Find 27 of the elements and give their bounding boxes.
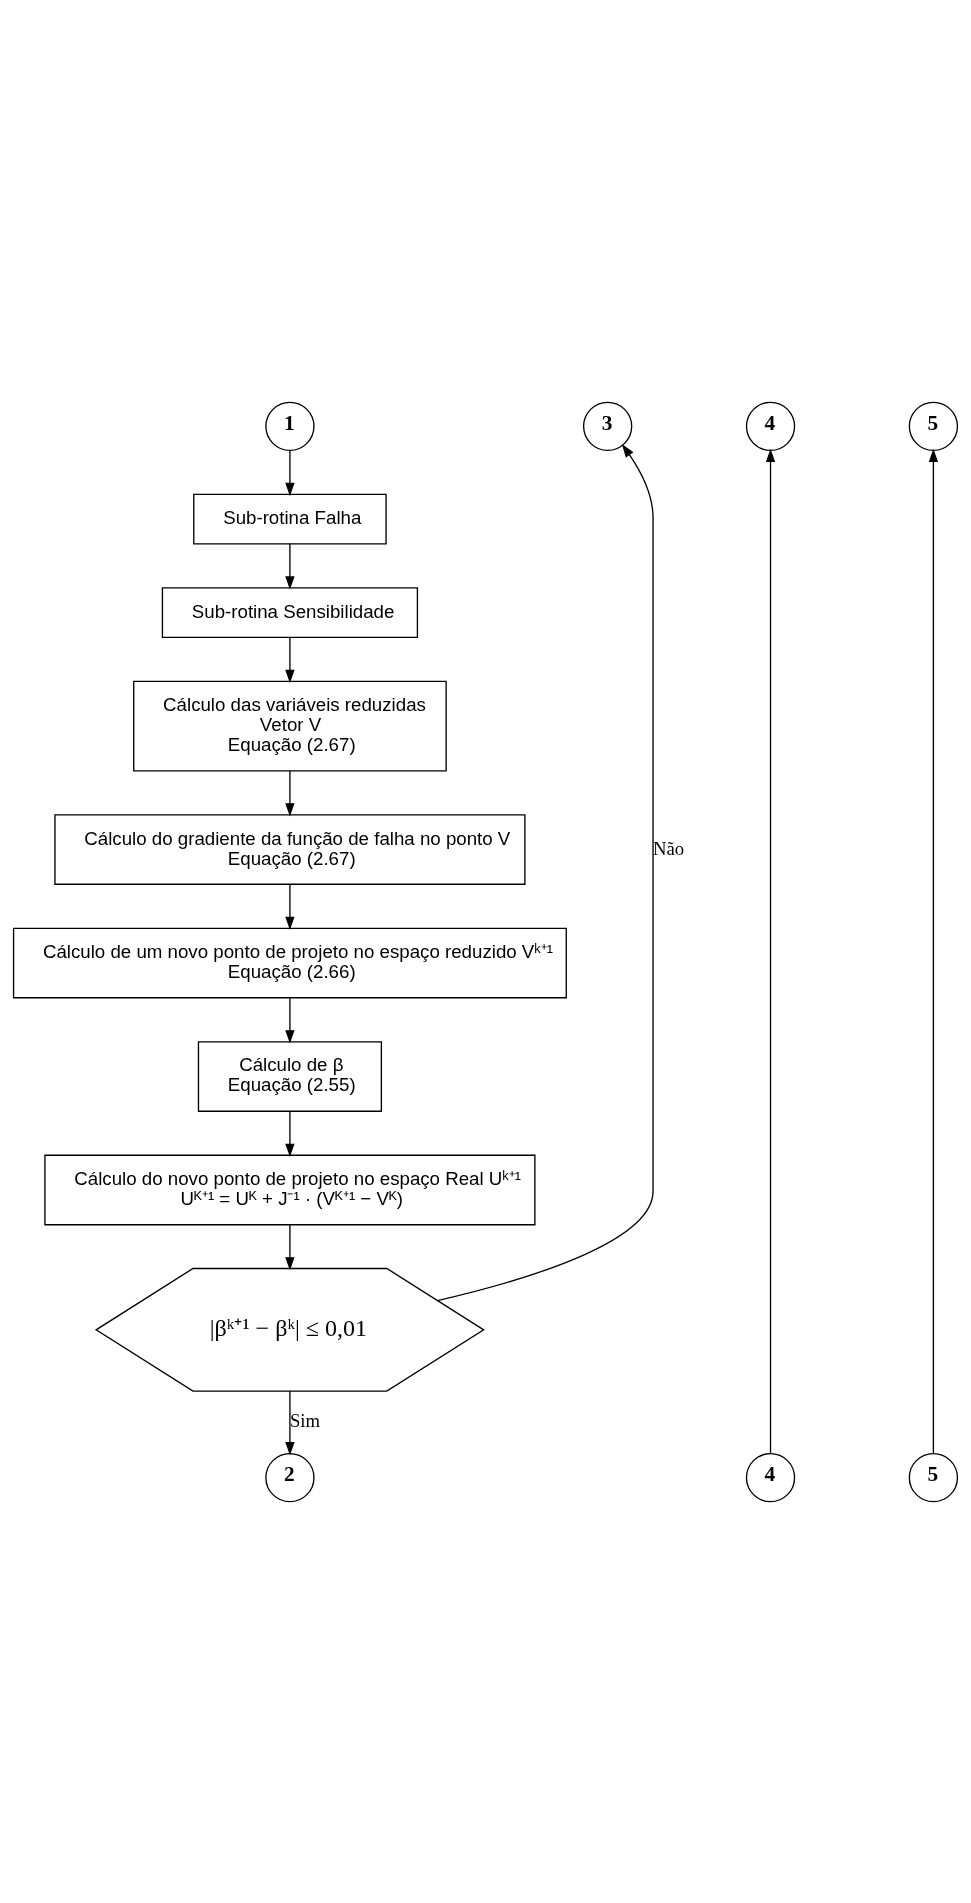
- node-circle: 3: [582, 401, 633, 451]
- arrow: [928, 448, 939, 1454]
- arrow: [285, 449, 295, 496]
- node-circle: 2: [265, 1452, 315, 1502]
- node-circle: 1: [265, 401, 315, 451]
- node-circle: 5: [908, 1452, 959, 1502]
- arrow: [285, 636, 295, 683]
- node-box: Sub-rotina Sensibilidade: [161, 586, 419, 638]
- node-box: Cálculo de β Equação (2.55): [197, 1040, 383, 1112]
- edge-label: Sim: [289, 1409, 321, 1431]
- arrow: [285, 1223, 295, 1271]
- node-circle: 4: [745, 1452, 796, 1502]
- arrow: [285, 883, 295, 930]
- node-box: Sub-rotina Falha: [193, 493, 387, 544]
- arrow: [285, 1389, 295, 1455]
- arrow: [285, 997, 295, 1044]
- arrow: [285, 769, 295, 817]
- node-circle: 5: [908, 401, 959, 451]
- node-box: Cálculo de um novo ponto de projeto no espaço reduzido Vᵏ⁺¹ Equação (2.66): [12, 927, 567, 998]
- node-circle: 4: [745, 401, 796, 451]
- node-box: Cálculo do novo ponto de projeto no espaço Real Uᵏ⁺¹ Uᴷ⁺¹ = Uᴷ + J⁻¹ · (Vᴷ⁺¹ − Vᴷ): [44, 1154, 536, 1225]
- node-box: Cálculo do gradiente da função de falha no ponto V Equação (2.67): [54, 813, 526, 885]
- arrow: [436, 443, 654, 1301]
- arrow: [285, 1110, 295, 1157]
- arrow: [765, 448, 776, 1454]
- node-box: Cálculo das variáveis reduzidas Vetor V Equação (2.67): [133, 680, 447, 771]
- arrow: [285, 542, 295, 590]
